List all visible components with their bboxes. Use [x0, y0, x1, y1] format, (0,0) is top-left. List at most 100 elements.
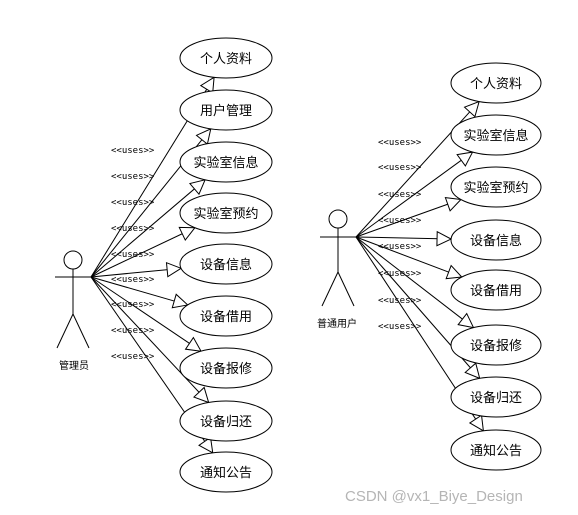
admin-arrowhead-2 [195, 127, 212, 146]
admin-use-case-ellipse-5 [179, 243, 273, 285]
user-use-case-8: 通知公告 [450, 429, 542, 471]
user-uses-label-4: <<uses>> [378, 216, 422, 226]
admin-use-case-label-7: 设备报修 [200, 361, 252, 377]
user-arrowhead-6 [457, 312, 475, 329]
admin-uses-label-3: <<uses>> [111, 198, 155, 208]
user-arrowhead-1 [463, 100, 480, 118]
admin-arrowhead-4 [178, 226, 196, 242]
admin-uses-label-2: <<uses>> [111, 172, 155, 182]
admin-use-case-ellipse-2 [179, 89, 273, 131]
admin-use-case-ellipse-8 [179, 400, 273, 442]
user-arrowhead-2 [456, 151, 474, 167]
user-use-case-1: 个人资料 [450, 62, 542, 104]
admin-use-case-ellipse-1 [179, 37, 273, 79]
admin-use-case-6: 设备借用 [179, 295, 273, 337]
user-uses-label-1: <<uses>> [378, 138, 422, 148]
user-association-4 [355, 236, 452, 240]
user-use-case-5: 设备借用 [450, 269, 542, 311]
admin-arrowhead-8 [193, 386, 210, 404]
admin-uses-label-5: <<uses>> [111, 250, 155, 260]
admin-use-case-7: 设备报修 [179, 347, 273, 389]
admin-use-case-8: 设备归还 [179, 400, 273, 442]
user-use-case-ellipse-3 [450, 166, 542, 208]
admin-use-case-ellipse-4 [179, 192, 273, 234]
user-use-case-ellipse-4 [450, 219, 542, 261]
admin-use-case-ellipse-6 [179, 295, 273, 337]
admin-use-case-label-2: 用户管理 [200, 103, 252, 119]
user-actor [320, 209, 356, 307]
admin-use-case-label-9: 通知公告 [200, 465, 252, 481]
admin-use-case-4: 实验室预约 [179, 192, 273, 234]
admin-use-case-5: 设备信息 [179, 243, 273, 285]
user-uses-label-5: <<uses>> [378, 242, 422, 252]
user-use-case-ellipse-2 [450, 114, 542, 156]
user-arrowhead-7 [464, 362, 481, 380]
admin-use-case-1: 个人资料 [179, 37, 273, 79]
admin-use-case-label-4: 实验室预约 [193, 206, 258, 222]
admin-arrowhead-9 [198, 436, 214, 454]
user-use-case-ellipse-5 [450, 269, 542, 311]
admin-uses-label-9: <<uses>> [111, 275, 155, 285]
user-association-3 [355, 199, 462, 238]
admin-use-case-label-5: 设备信息 [200, 257, 252, 273]
admin-association-8 [90, 276, 210, 403]
admin-association-6 [90, 276, 188, 306]
admin-uses-label-8: <<uses>> [111, 352, 155, 362]
admin-use-case-label-3: 实验室信息 [193, 155, 258, 171]
user-uses-label-8: <<uses>> [378, 322, 422, 332]
user-use-case-3: 实验室预约 [450, 166, 542, 208]
admin-use-case-ellipse-3 [179, 141, 273, 183]
admin-association-7 [90, 276, 202, 352]
user-association-5 [355, 236, 462, 278]
user-use-case-label-7: 设备归还 [470, 390, 522, 406]
user-arrowhead-3 [444, 197, 462, 212]
user-arrowhead-5 [445, 264, 463, 280]
admin-association-5 [90, 267, 182, 278]
watermark: CSDN @vx1_Biye_Design [345, 488, 523, 505]
admin-use-case-label-1: 个人资料 [200, 52, 252, 67]
admin-association-4 [90, 227, 196, 278]
user-use-case-ellipse-7 [450, 376, 542, 418]
admin-actor [55, 250, 91, 349]
admin-use-case-label-8: 设备归还 [200, 414, 252, 430]
admin-uses-label-7: <<uses>> [111, 326, 155, 336]
admin-use-case-2: 用户管理 [179, 89, 273, 131]
user-uses-label-6: <<uses>> [378, 269, 422, 279]
user-association-2 [355, 151, 473, 238]
user-use-case-ellipse-8 [450, 429, 542, 471]
user-use-case-ellipse-6 [450, 324, 542, 366]
user-use-case-7: 设备归还 [450, 376, 542, 418]
admin-use-case-3: 实验室信息 [179, 141, 273, 183]
user-uses-label-2: <<uses>> [378, 163, 422, 173]
admin-arrowhead-6 [171, 293, 189, 309]
user-use-case-label-2: 实验室信息 [463, 128, 528, 144]
user-arrowhead-8 [468, 414, 484, 432]
user-use-case-ellipse-1 [450, 62, 542, 104]
admin-arrowhead-7 [184, 336, 202, 352]
user-use-case-label-8: 通知公告 [470, 443, 522, 459]
user-use-case-label-4: 设备信息 [470, 233, 522, 249]
user-use-case-label-6: 设备报修 [470, 338, 522, 354]
admin-use-case-9: 通知公告 [179, 451, 273, 493]
admin-actor-label: 管理员 [59, 359, 89, 372]
user-uses-label-3: <<uses>> [378, 190, 422, 200]
admin-arrowhead-3 [188, 179, 206, 196]
user-use-case-label-5: 设备借用 [470, 283, 522, 299]
admin-use-case-ellipse-7 [179, 347, 273, 389]
user-arrowhead-4 [436, 230, 453, 247]
user-actor-label: 普通用户 [317, 317, 357, 330]
admin-use-case-ellipse-9 [179, 451, 273, 493]
user-use-case-4: 设备信息 [450, 219, 542, 261]
user-use-case-label-1: 个人资料 [470, 77, 522, 92]
admin-arrowhead-5 [165, 261, 183, 278]
user-use-case-6: 设备报修 [450, 324, 542, 366]
admin-use-case-label-6: 设备借用 [200, 309, 252, 325]
admin-arrowhead-1 [199, 76, 215, 94]
admin-association-3 [90, 179, 206, 278]
user-uses-label-7: <<uses>> [378, 296, 422, 306]
user-use-case-2: 实验室信息 [450, 114, 542, 156]
admin-uses-label-1: <<uses>> [111, 146, 155, 156]
admin-uses-label-4: <<uses>> [111, 224, 155, 234]
user-association-6 [355, 236, 474, 329]
